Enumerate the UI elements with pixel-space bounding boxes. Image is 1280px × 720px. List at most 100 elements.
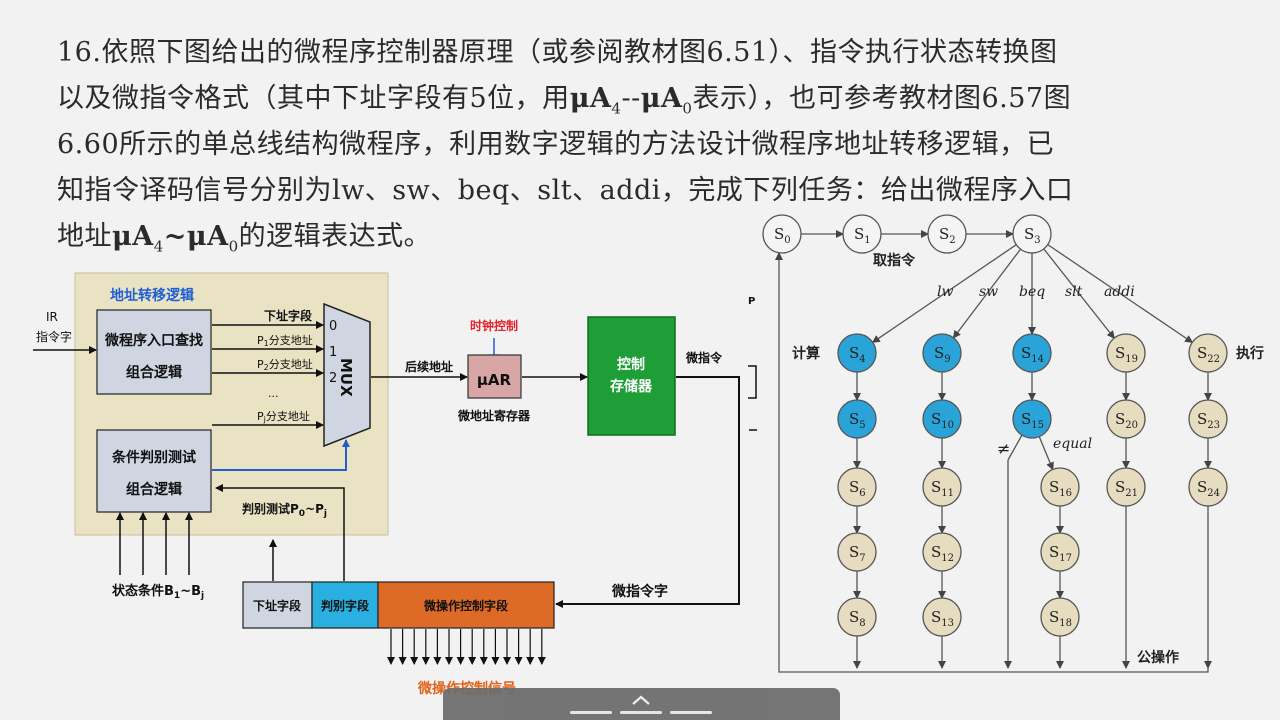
state-label-s0: S0 (774, 225, 791, 246)
state-label-s20: S20 (1115, 410, 1138, 431)
state-label-s18: S18 (1049, 608, 1072, 629)
subscript: 4 (611, 99, 622, 118)
question-fragment: -- (621, 83, 641, 114)
mux-num-2: 2 (329, 371, 337, 386)
state-label-s22: S22 (1197, 344, 1220, 365)
state-label-s2: S2 (939, 225, 956, 246)
dock-handle (620, 711, 662, 714)
state-label-s5: S5 (849, 410, 866, 431)
mux-inj-label: Pj分支地址 (257, 409, 310, 424)
state-node-s7 (837, 532, 877, 572)
mu-symbol: μA (186, 221, 229, 252)
state-node-s16 (1040, 467, 1080, 507)
branch-transition (1047, 244, 1194, 343)
state-label-s17: S17 (1049, 543, 1072, 564)
next-address-label: 后续地址 (405, 359, 453, 374)
subscript: 0 (682, 99, 693, 118)
branch-slt: slt (1065, 284, 1083, 300)
branch-transition (871, 244, 1017, 343)
question-fragment: 表示），也可参考教材图6.57图 (692, 83, 1072, 114)
state-node-s0 (762, 214, 802, 254)
state-label-s9: S9 (934, 344, 951, 365)
control-store (587, 316, 676, 436)
mux-num-1: 1 (329, 345, 337, 360)
state-node-s20 (1106, 399, 1146, 439)
state-node-s9 (922, 333, 962, 373)
mux-num-0: 0 (329, 319, 337, 334)
condition-logic-box (96, 429, 212, 513)
clock-label: 时钟控制 (470, 318, 518, 333)
test-field-arrow (215, 484, 345, 581)
state-label-s14: S14 (1021, 344, 1044, 365)
mux-label: MUX (337, 358, 355, 397)
state-node-s2 (927, 214, 967, 254)
condition-logic-line1: 条件判别测试 (111, 449, 196, 466)
ir-sublabel: 指令字 (36, 329, 72, 344)
field-ops-label: 微操作控制字段 (423, 598, 509, 613)
state-node-s24 (1188, 467, 1228, 507)
common-operation-loop (778, 254, 1209, 673)
controller-diagram: 地址转移逻辑 IR 指令字 微程序入口查找 组合逻辑 条件判别测试 组合逻辑 状… (33, 272, 757, 697)
subscript: 0 (228, 237, 239, 256)
condition-logic-line2: 组合逻辑 (126, 481, 182, 498)
field-micro-ops (377, 581, 555, 629)
side-p-label: P (748, 296, 755, 307)
mux-in2-label: P2分支地址 (257, 357, 313, 372)
state-label-s19: S19 (1115, 344, 1138, 365)
state-label-s21: S21 (1115, 478, 1138, 499)
mux-block (323, 302, 371, 448)
state-node-s17 (1040, 532, 1080, 572)
uar-label: μAR (477, 371, 512, 389)
state-label-s10: S10 (931, 410, 954, 431)
micro-instruction-path (555, 376, 740, 608)
state-node-s3 (1012, 214, 1052, 254)
state-node-s6 (837, 467, 877, 507)
chevron-up-icon[interactable] (631, 695, 651, 705)
state-node-s11 (922, 467, 962, 507)
micro-word-label: 微指令字 (611, 583, 668, 600)
execute-label: 执行 (1236, 345, 1264, 362)
question-fragment: 地址 (57, 221, 112, 252)
state-node-s15 (1012, 399, 1052, 439)
store-line2: 存储器 (610, 378, 653, 395)
state-node-s4 (837, 333, 877, 373)
neq-label: ≠ (997, 439, 1010, 458)
ir-label: IR (46, 310, 58, 324)
state-label-s6: S6 (849, 478, 866, 499)
question-line: 知指令译码信号分别为lw、sw、beq、slt、addi，完成下列任务：给出微程… (57, 175, 1074, 206)
branch-lw: lw (937, 284, 953, 300)
branch-beq: beq (1019, 284, 1045, 300)
state-node-s21 (1106, 467, 1146, 507)
common-op-label: 公操作 (1137, 649, 1179, 666)
dock-handle (670, 711, 712, 714)
state-label-s1: S1 (854, 225, 871, 246)
micro-instruction-label: 微指令 (685, 350, 723, 365)
field-test-label: 判别字段 (321, 598, 370, 613)
state-label-s12: S12 (931, 543, 954, 564)
question-line: 地址μA4~μA0的逻辑表达式。 (57, 214, 1237, 260)
state-node-s23 (1188, 399, 1228, 439)
mu-symbol: μA (112, 221, 154, 252)
fetch-label: 取指令 (873, 252, 916, 269)
test-label: 判别测试P0~Pj (242, 501, 327, 519)
question-text: 16.依照下图给出的微程序控制器原理（或参阅教材图6.51）、指令执行状态转换图… (57, 30, 1237, 260)
question-line: 16.依照下图给出的微程序控制器原理（或参阅教材图6.51）、指令执行状态转换图 (57, 37, 1058, 68)
question-fragment: 以及微指令格式（其中下址字段有5位，用 (57, 83, 570, 114)
state-label-s7: S7 (849, 543, 866, 564)
state-label-s16: S16 (1049, 478, 1072, 499)
dock-handle (570, 711, 612, 714)
state-node-s1 (842, 214, 882, 254)
entry-logic-line1: 微程序入口查找 (104, 332, 203, 349)
signal-arrows (387, 629, 546, 665)
subscript: 4 (153, 237, 164, 256)
tilde: ~ (163, 221, 187, 252)
field-next-label: 下址字段 (253, 598, 302, 613)
state-node-s18 (1040, 597, 1080, 637)
state-label-s24: S24 (1197, 478, 1220, 499)
mu-symbol: μA (569, 83, 612, 114)
status-condition-label: 状态条件B1~Bj (112, 583, 204, 601)
state-label-s13: S13 (931, 608, 954, 629)
field-test (311, 581, 379, 629)
bottom-dock[interactable] (443, 688, 840, 720)
